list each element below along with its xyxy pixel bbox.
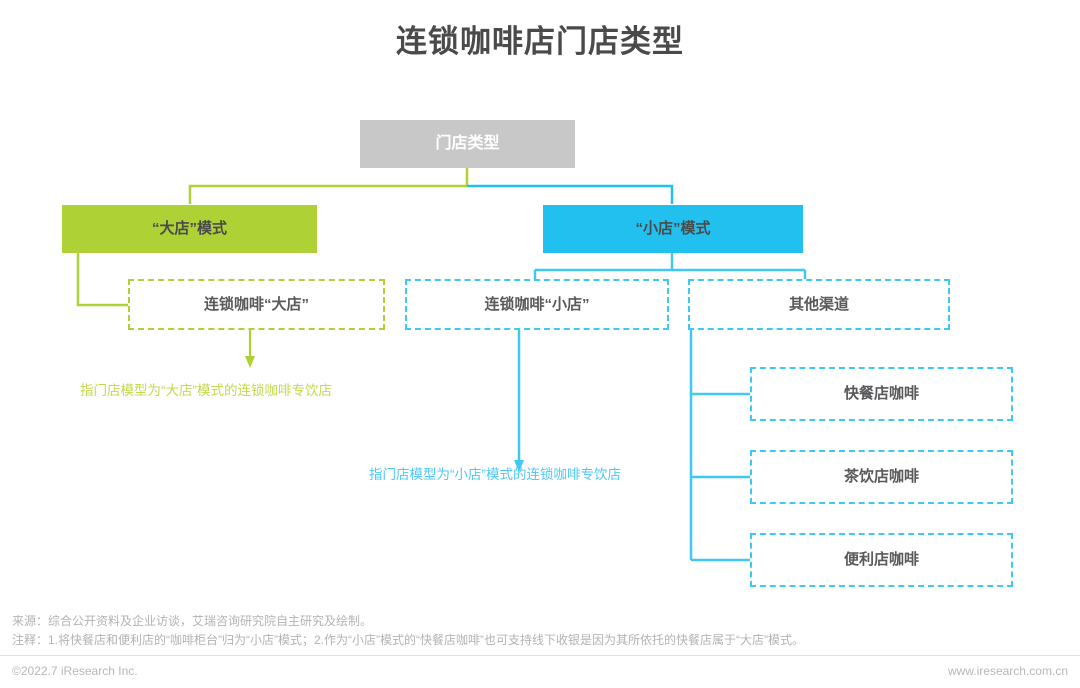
node-branch-big-store-mode[interactable]: “大店”模式 — [62, 205, 317, 253]
annotation-big-store-mode: 指门店模型为“大店”模式的连锁咖啡专饮店 — [80, 383, 332, 398]
footer-divider — [0, 655, 1080, 656]
node-other-channels[interactable]: 其他渠道 — [688, 279, 950, 330]
node-fastfood-coffee[interactable]: 快餐店咖啡 — [750, 367, 1013, 421]
footer-note: 注释：1.将快餐店和便利店的“咖啡柜台”归为“小店”模式；2.作为“小店”模式的… — [12, 632, 804, 647]
footer-bar: ©2022.7 iResearch Inc. www.iresearch.com… — [0, 660, 1080, 688]
footer-website[interactable]: www.iresearch.com.cn — [947, 664, 1068, 678]
footer-copyright: ©2022.7 iResearch Inc. — [12, 664, 138, 678]
node-teashop-coffee[interactable]: 茶饮店咖啡 — [750, 450, 1013, 504]
node-chain-coffee-big-store[interactable]: 连锁咖啡“大店” — [128, 279, 385, 330]
node-branch-small-store-mode[interactable]: “小店”模式 — [543, 205, 803, 253]
node-chain-coffee-small-store[interactable]: 连锁咖啡“小店” — [405, 279, 669, 330]
annotation-small-store-mode: 指门店模型为“小店”模式的连锁咖啡专饮店 — [369, 467, 621, 482]
node-root-store-type[interactable]: 门店类型 — [360, 120, 575, 168]
footer-source: 来源：综合公开资料及企业访谈，艾瑞咨询研究院自主研究及绘制。 — [12, 614, 373, 628]
footer-notes: 来源：综合公开资料及企业访谈，艾瑞咨询研究院自主研究及绘制。 注释：1.将快餐店… — [12, 612, 804, 649]
page-title: 连锁咖啡店门店类型 — [396, 24, 684, 59]
node-convenience-store-coffee[interactable]: 便利店咖啡 — [750, 533, 1013, 587]
